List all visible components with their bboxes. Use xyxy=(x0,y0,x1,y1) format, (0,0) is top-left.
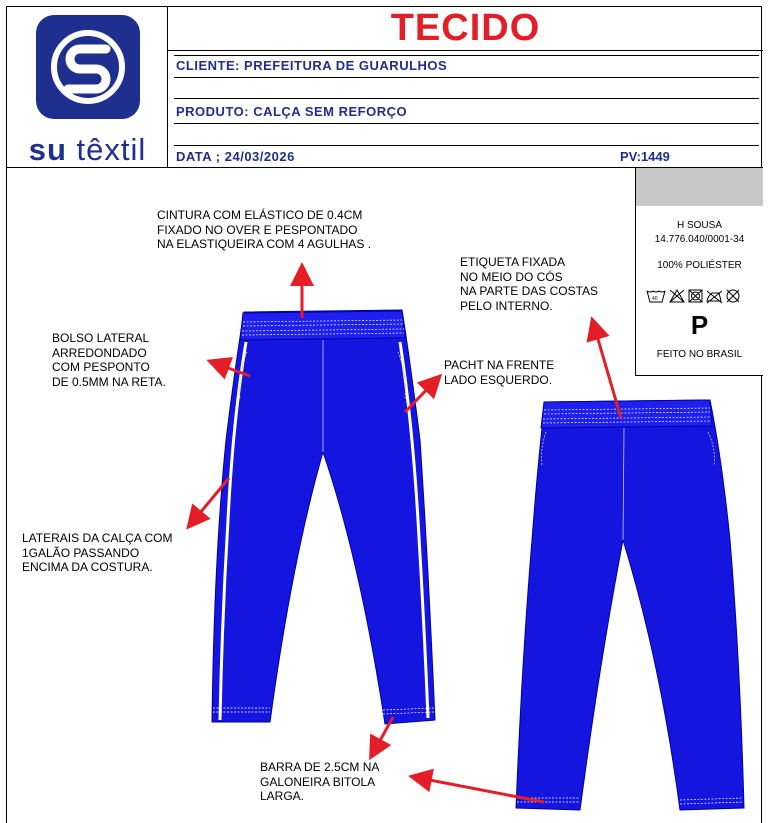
header-inner-line xyxy=(174,77,759,78)
back-side-pocket-right xyxy=(707,431,715,467)
back-pants xyxy=(515,399,745,811)
label-company: H SOUSA xyxy=(676,220,722,231)
arrow-pocket xyxy=(206,356,251,380)
back-hem-stitch xyxy=(517,797,744,805)
label-size: P xyxy=(690,310,709,340)
page-title: TECIDO xyxy=(390,7,541,49)
care-label: H SOUSA 14.776.040/0001-34 100% POLIÉSTE… xyxy=(635,168,763,376)
header-divider xyxy=(168,50,763,51)
su-textil-logo xyxy=(36,15,140,119)
label-origin: FEITO NO BRASIL xyxy=(656,349,743,360)
back-side-pocket-left xyxy=(541,431,547,467)
header-table: TECIDO CLIENTE: PREFEITURA DE GUARULHOS … xyxy=(168,7,763,168)
arrow-label xyxy=(586,316,623,419)
note-label: ETIQUETA FIXADA NO MEIO DO CÓS NA PARTE … xyxy=(460,255,599,313)
front-pants-body xyxy=(211,309,436,725)
back-waistband xyxy=(540,399,713,429)
header-inner-line xyxy=(174,123,759,124)
brand-name-light: têxtil xyxy=(66,132,147,167)
label-gray-band xyxy=(636,168,763,206)
svg-text:40: 40 xyxy=(652,296,658,302)
logo-s-mark-icon xyxy=(51,30,125,104)
note-pocket: BOLSO LATERAL ARREDONDADO COM PESPONTO D… xyxy=(52,331,166,389)
note-sides: LATERAIS DA CALÇA COM 1GALÃO PASSANDO EN… xyxy=(22,531,173,574)
front-waistband xyxy=(239,310,406,341)
no-dry-clean-icon xyxy=(726,289,740,303)
note-waist: CINTURA COM ELÁSTICO DE 0.4CM FIXADO NO … xyxy=(157,208,372,251)
no-iron-icon xyxy=(706,290,723,304)
arrow-hem-back xyxy=(408,768,545,804)
wash-40-icon: 40 xyxy=(646,290,666,303)
front-right-pocket xyxy=(397,351,406,401)
arrow-patch xyxy=(403,373,443,414)
brand-name: su têxtil xyxy=(7,132,168,168)
front-left-stripe xyxy=(218,341,248,721)
client-field: CLIENTE: PREFEITURA DE GUARULHOS xyxy=(176,58,448,73)
tech-sheet: su têxtil TECIDO CLIENTE: PREFEITURA DE … xyxy=(6,6,763,823)
logo-cell: su têxtil xyxy=(7,7,168,168)
arrow-hem-front xyxy=(369,716,395,761)
back-center-seam xyxy=(622,427,625,541)
header-bottom-line xyxy=(168,167,763,168)
no-tumble-dry-icon xyxy=(688,289,703,303)
front-right-stripe xyxy=(398,341,430,719)
front-pants xyxy=(211,309,436,725)
back-pants-body xyxy=(515,399,745,811)
note-patch: PACHT NA FRENTE LADO ESQUERDO. xyxy=(444,358,555,387)
front-hem-stitch xyxy=(213,707,435,715)
arrow-sides xyxy=(186,477,231,530)
front-left-pocket xyxy=(239,351,248,401)
pv-field: PV:1449 xyxy=(620,149,670,164)
header-inner-line xyxy=(174,145,759,146)
care-symbols: 40 xyxy=(646,289,740,304)
header-inner-line xyxy=(174,55,759,56)
header-inner-line xyxy=(174,98,759,99)
label-cnpj: 14.776.040/0001-34 xyxy=(654,234,745,245)
date-field: DATA ; 24/03/2026 xyxy=(176,149,295,164)
no-bleach-icon xyxy=(669,289,685,303)
callout-arrows xyxy=(186,262,623,804)
product-field: PRODUTO: CALÇA SEM REFORÇO xyxy=(176,104,408,119)
brand-name-bold: su xyxy=(28,132,67,167)
note-hem: BARRA DE 2.5CM NA GALONEIRA BITOLA LARGA… xyxy=(260,760,380,803)
label-composition: 100% POLIÉSTER xyxy=(657,260,742,271)
